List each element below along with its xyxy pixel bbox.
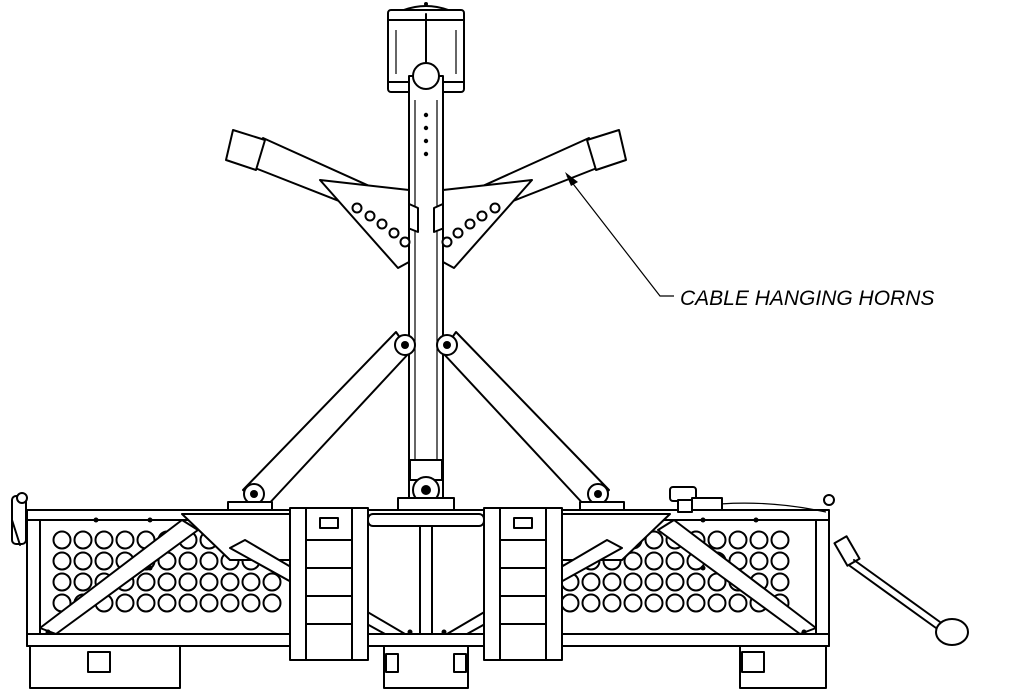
perforation-hole — [623, 551, 643, 571]
perforation-hole — [749, 551, 769, 571]
pull-cable — [833, 535, 969, 646]
perforation-hole — [602, 593, 622, 613]
perforation-hole — [623, 572, 643, 592]
perforation-hole — [686, 593, 706, 613]
perforation-hole — [178, 572, 198, 592]
perforation-hole — [602, 572, 622, 592]
left-cable-horn — [225, 129, 419, 269]
perforation-hole — [728, 593, 748, 613]
perforation-hole — [73, 530, 93, 550]
perforation-hole — [52, 572, 72, 592]
perforation-hole — [770, 572, 790, 592]
perforation-hole — [73, 572, 93, 592]
perforation-hole — [115, 593, 135, 613]
perforation-hole — [581, 572, 601, 592]
perforation-hole — [136, 593, 156, 613]
perforation-hole — [157, 572, 177, 592]
perforation-hole — [94, 551, 114, 571]
perforation-hole — [749, 530, 769, 550]
perforation-hole — [52, 551, 72, 571]
latch-handle — [669, 486, 827, 513]
perforation-hole — [770, 551, 790, 571]
perforation-hole — [665, 572, 685, 592]
support-braces — [227, 331, 625, 513]
perforation-hole — [686, 572, 706, 592]
perforation-hole — [707, 530, 727, 550]
perforation-hole — [199, 572, 219, 592]
perforation-hole — [241, 593, 261, 613]
perforation-hole — [178, 593, 198, 613]
perforation-hole — [560, 593, 580, 613]
perforation-hole — [728, 530, 748, 550]
right-cable-horn — [433, 129, 627, 269]
perforation-hole — [644, 593, 664, 613]
perforation-hole — [262, 593, 282, 613]
callout-label-cable-hanging-horns: CABLE HANGING HORNS — [680, 287, 934, 310]
perforation-hole — [220, 593, 240, 613]
perforation-hole — [665, 551, 685, 571]
perforation-hole — [220, 572, 240, 592]
perforation-hole — [94, 530, 114, 550]
perforation-hole — [262, 572, 282, 592]
perforation-hole — [581, 593, 601, 613]
perforation-hole — [199, 551, 219, 571]
perforation-hole — [136, 572, 156, 592]
perforation-hole — [770, 530, 790, 550]
perforation-hole — [644, 572, 664, 592]
perforation-hole — [199, 593, 219, 613]
perforation-hole — [157, 593, 177, 613]
perforation-hole — [115, 530, 135, 550]
perforation-hole — [665, 593, 685, 613]
callout-leader — [565, 172, 674, 297]
base-frame — [11, 492, 835, 689]
perforation-hole — [52, 530, 72, 550]
perforation-hole — [241, 572, 261, 592]
perforation-hole — [707, 593, 727, 613]
perforation-hole — [73, 551, 93, 571]
perforation-hole — [644, 551, 664, 571]
perforation-hole — [623, 593, 643, 613]
central-mast — [397, 62, 455, 511]
perforation-hole — [178, 551, 198, 571]
perforation-hole — [644, 530, 664, 550]
